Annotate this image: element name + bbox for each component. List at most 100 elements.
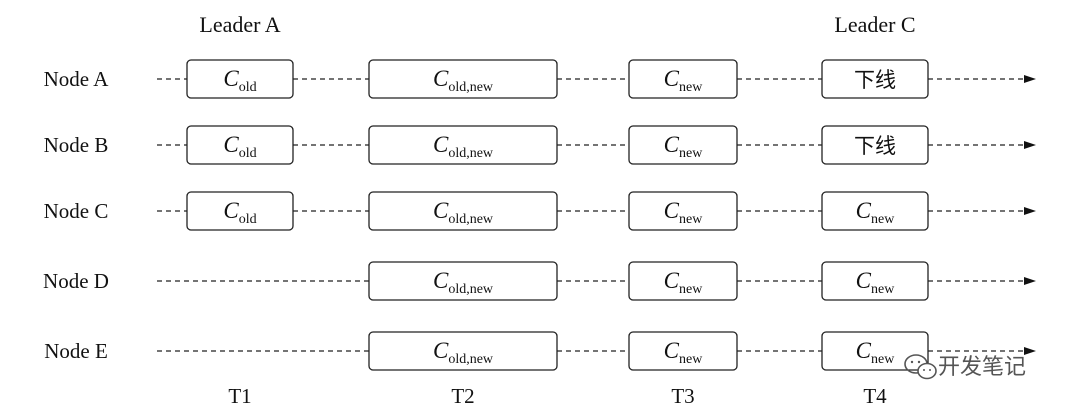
config-box-frame [821,331,929,371]
config-label: Cold,new [433,268,494,297]
config-label: Cnew [664,198,704,227]
config-label: Cnew [664,66,704,95]
config-box: 下线 [821,59,929,99]
config-subscript: old,new [448,212,494,227]
config-symbol: C [856,338,872,363]
config-symbol: C [664,66,680,91]
node-label: Node E [44,339,108,363]
config-label: Cold [223,132,256,161]
config-symbol: C [664,338,680,363]
config-box: Cold [186,59,294,99]
config-box-frame [821,191,929,231]
config-label: Cnew [664,132,704,161]
time-label: T3 [671,384,694,408]
config-symbol: C [433,198,449,223]
config-symbol: C [664,198,680,223]
config-box: Cnew [628,331,738,371]
config-symbol: C [433,132,449,157]
config-box-frame [186,59,294,99]
offline-label: 下线 [854,134,896,158]
config-box: Cnew [821,331,929,371]
config-box: Cold,new [368,331,558,371]
config-label: Cold,new [433,198,494,227]
config-box-frame [628,59,738,99]
watermark: 开发笔记 [904,354,1026,380]
wechat-icon [904,354,937,380]
config-subscript: old [239,80,257,95]
config-subscript: new [679,80,703,95]
arrowhead-icon [1024,141,1036,149]
config-box: Cnew [821,191,929,231]
config-subscript: old,new [448,146,494,161]
arrowhead-icon [1024,277,1036,285]
node-label: Node D [43,269,109,293]
config-symbol: C [433,268,449,293]
config-box: Cold,new [368,59,558,99]
config-box: 下线 [821,125,929,165]
config-box-frame [821,261,929,301]
config-box-frame [628,261,738,301]
config-label: Cnew [856,338,896,367]
arrowhead-icon [1024,347,1036,355]
watermark-text: 开发笔记 [938,355,1026,380]
config-subscript: new [871,212,895,227]
config-box-frame [628,125,738,165]
offline-label: 下线 [854,68,896,92]
config-box: Cold,new [368,261,558,301]
config-box: Cold,new [368,125,558,165]
config-box-frame [368,261,558,301]
config-box: Cold,new [368,191,558,231]
config-subscript: old,new [448,282,494,297]
config-box-frame [628,191,738,231]
config-symbol: C [664,268,680,293]
config-label: Cold,new [433,132,494,161]
config-label: Cold [223,66,256,95]
config-subscript: old,new [448,80,494,95]
config-box-frame [368,191,558,231]
config-symbol: C [223,132,239,157]
config-symbol: C [856,268,872,293]
config-label: Cnew [664,268,704,297]
config-label: Cold [223,198,256,227]
config-symbol: C [433,66,449,91]
config-box-frame [368,125,558,165]
config-box: Cnew [628,191,738,231]
node-label: Node A [44,67,110,91]
arrowhead-icon [1024,207,1036,215]
config-subscript: old,new [448,352,494,367]
config-label: Cnew [856,198,896,227]
config-box-frame [186,191,294,231]
config-symbol: C [223,198,239,223]
leader-header: Leader C [834,12,915,37]
leader-header: Leader A [199,12,280,37]
config-box: Cold [186,191,294,231]
time-label: T4 [863,384,887,408]
config-subscript: new [679,352,703,367]
leader-headers: Leader A Leader C [199,12,915,37]
config-box-frame [368,331,558,371]
config-box: Cnew [628,59,738,99]
config-subscript: new [871,282,895,297]
time-label: T1 [228,384,251,408]
config-box: Cnew [628,125,738,165]
config-symbol: C [856,198,872,223]
node-label: Node B [44,133,109,157]
config-subscript: old [239,212,257,227]
config-box-frame [821,125,929,165]
config-label: Cnew [664,338,704,367]
config-box: Cnew [628,261,738,301]
config-box-frame [628,331,738,371]
config-subscript: new [871,352,895,367]
config-box: Cold [186,125,294,165]
config-label: Cold,new [433,338,494,367]
config-box: Cnew [821,261,929,301]
node-label: Node C [44,199,109,223]
config-symbol: C [433,338,449,363]
